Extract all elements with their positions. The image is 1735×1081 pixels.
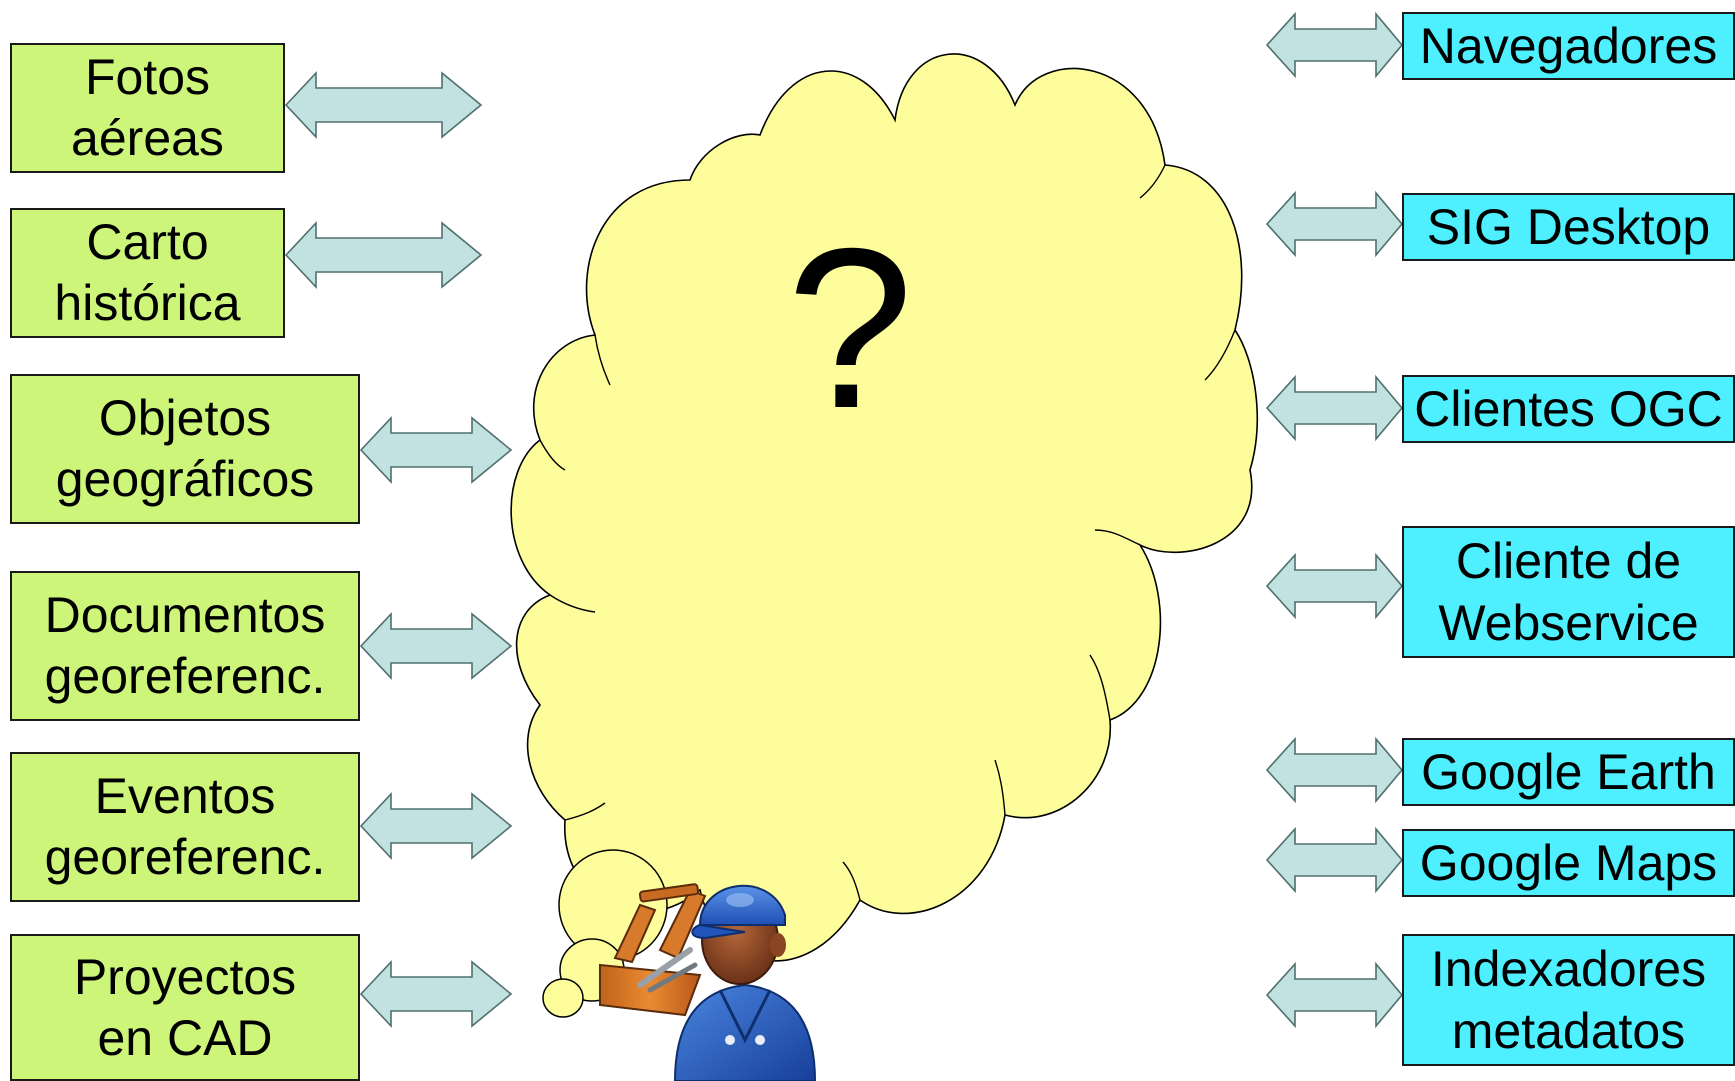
double-arrow [359,415,513,485]
client-box-navegadores: Navegadores [1402,12,1735,80]
client-label: Google Earth [1421,743,1716,800]
double-arrow [1265,374,1404,442]
client-label: Google Maps [1419,834,1718,891]
source-label: Eventos georeferenc. [44,768,326,885]
source-label: Objetos geográficos [55,390,315,507]
double-arrow [1265,11,1404,79]
cloud-icon [510,53,1258,962]
source-label: Proyectos en CAD [73,948,297,1066]
source-label: Fotos aéreas [71,49,224,166]
client-label: Indexadores metadatos [1430,940,1707,1060]
client-label: Cliente de Webservice [1438,532,1699,652]
client-label: Navegadores [1419,17,1718,74]
client-box-indexadores-metadatos: Indexadores metadatos [1402,934,1735,1066]
double-arrow [1265,826,1404,894]
double-arrow [359,791,513,861]
client-arrows [1265,11,1404,1029]
source-box-fotos-aereas: Fotos aéreas [10,43,285,173]
cloud-question-mark: ? [786,202,914,456]
source-box-documentos-georeferenc: Documentos georeferenc. [10,571,360,721]
client-box-sig-desktop: SIG Desktop [1402,193,1735,261]
double-arrow [1265,961,1404,1029]
source-box-carto-historica: Carto histórica [10,208,285,338]
double-arrow [1265,552,1404,620]
source-box-objetos-geograficos: Objetos geográficos [10,374,360,524]
source-box-proyectos-en-cad: Proyectos en CAD [10,934,360,1081]
double-arrow [1265,190,1404,258]
source-label: Documentos georeferenc. [44,587,326,704]
double-arrow [359,611,513,681]
client-label: Clientes OGC [1414,380,1723,437]
client-box-clientes-ogc: Clientes OGC [1402,375,1735,443]
worker-with-toolbox-icon [599,883,817,1081]
client-box-cliente-de-webservice: Cliente de Webservice [1402,526,1735,658]
client-box-google-maps: Google Maps [1402,829,1735,897]
source-arrows [284,70,513,1029]
client-box-google-earth: Google Earth [1402,738,1735,806]
source-label: Carto histórica [54,214,241,331]
source-box-eventos-georeferenc: Eventos georeferenc. [10,752,360,902]
double-arrow [284,220,483,290]
client-label: SIG Desktop [1426,198,1711,255]
double-arrow [359,959,513,1029]
double-arrow [1265,736,1404,804]
double-arrow [284,70,483,140]
